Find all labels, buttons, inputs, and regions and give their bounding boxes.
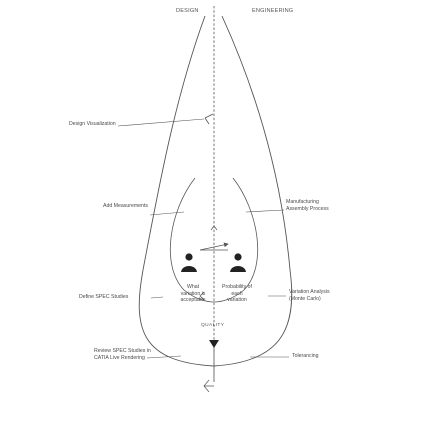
add-measurements-label: Add Measurements	[103, 203, 148, 209]
define-spec-label: Define SPEC Studies	[79, 294, 129, 300]
engineering-header: ENGINEERING	[252, 8, 294, 14]
design-vis-pointer	[204, 113, 214, 125]
persons-link-arrow	[199, 242, 229, 251]
right-inner-curve	[213, 177, 259, 303]
manufacturing-label: Manufacturing Assembly Process	[286, 199, 329, 212]
design-visualization-label: Design Visualization	[69, 121, 116, 127]
variation-line2: (Monte Carlo)	[289, 295, 321, 302]
col1-line1: What	[186, 284, 200, 290]
review-spec-line2: CATIA Live Rendering	[94, 354, 145, 361]
person-icon-left	[181, 253, 197, 272]
left-outer-curve	[138, 15, 215, 367]
col2-line1: Probability of	[222, 284, 252, 290]
col1-line2: variation is	[180, 290, 206, 297]
design-vis-connector	[117, 118, 205, 127]
up-arrow-icon	[210, 225, 218, 231]
design-header: DESIGN	[176, 8, 199, 14]
probability-text: Probability of each variation	[217, 284, 257, 304]
down-arrow-icon	[209, 340, 219, 348]
manufacturing-line1: Manufacturing	[286, 199, 319, 205]
left-inner-curve	[169, 177, 215, 303]
add-measurements-connector	[149, 211, 185, 216]
define-spec-pointer	[199, 291, 205, 301]
bottom-left-arrow	[203, 379, 214, 393]
define-spec-connector	[150, 296, 164, 299]
review-spec-line1: Review SPEC Studies in	[94, 348, 151, 354]
col2-line3: variation	[227, 297, 247, 303]
variation-analysis-label: Variation Analysis (Monte Carlo)	[289, 289, 330, 302]
col1-line3: acceptable	[180, 297, 206, 303]
quality-label: QUALITY	[201, 323, 225, 328]
review-spec-label: Review SPEC Studies in CATIA Live Render…	[94, 348, 151, 361]
tolerancing-label: Tolerancing	[292, 353, 319, 359]
variation-line1: Variation Analysis	[289, 289, 330, 295]
person-icon-right	[230, 253, 246, 272]
col2-line2: each	[231, 290, 243, 297]
manufacturing-connector	[245, 209, 285, 213]
right-outer-curve	[213, 15, 293, 367]
review-spec-connector	[146, 355, 182, 359]
manufacturing-line2: Assembly Process	[286, 205, 329, 212]
acceptable-variation-text: What variation is acceptable	[176, 284, 210, 304]
